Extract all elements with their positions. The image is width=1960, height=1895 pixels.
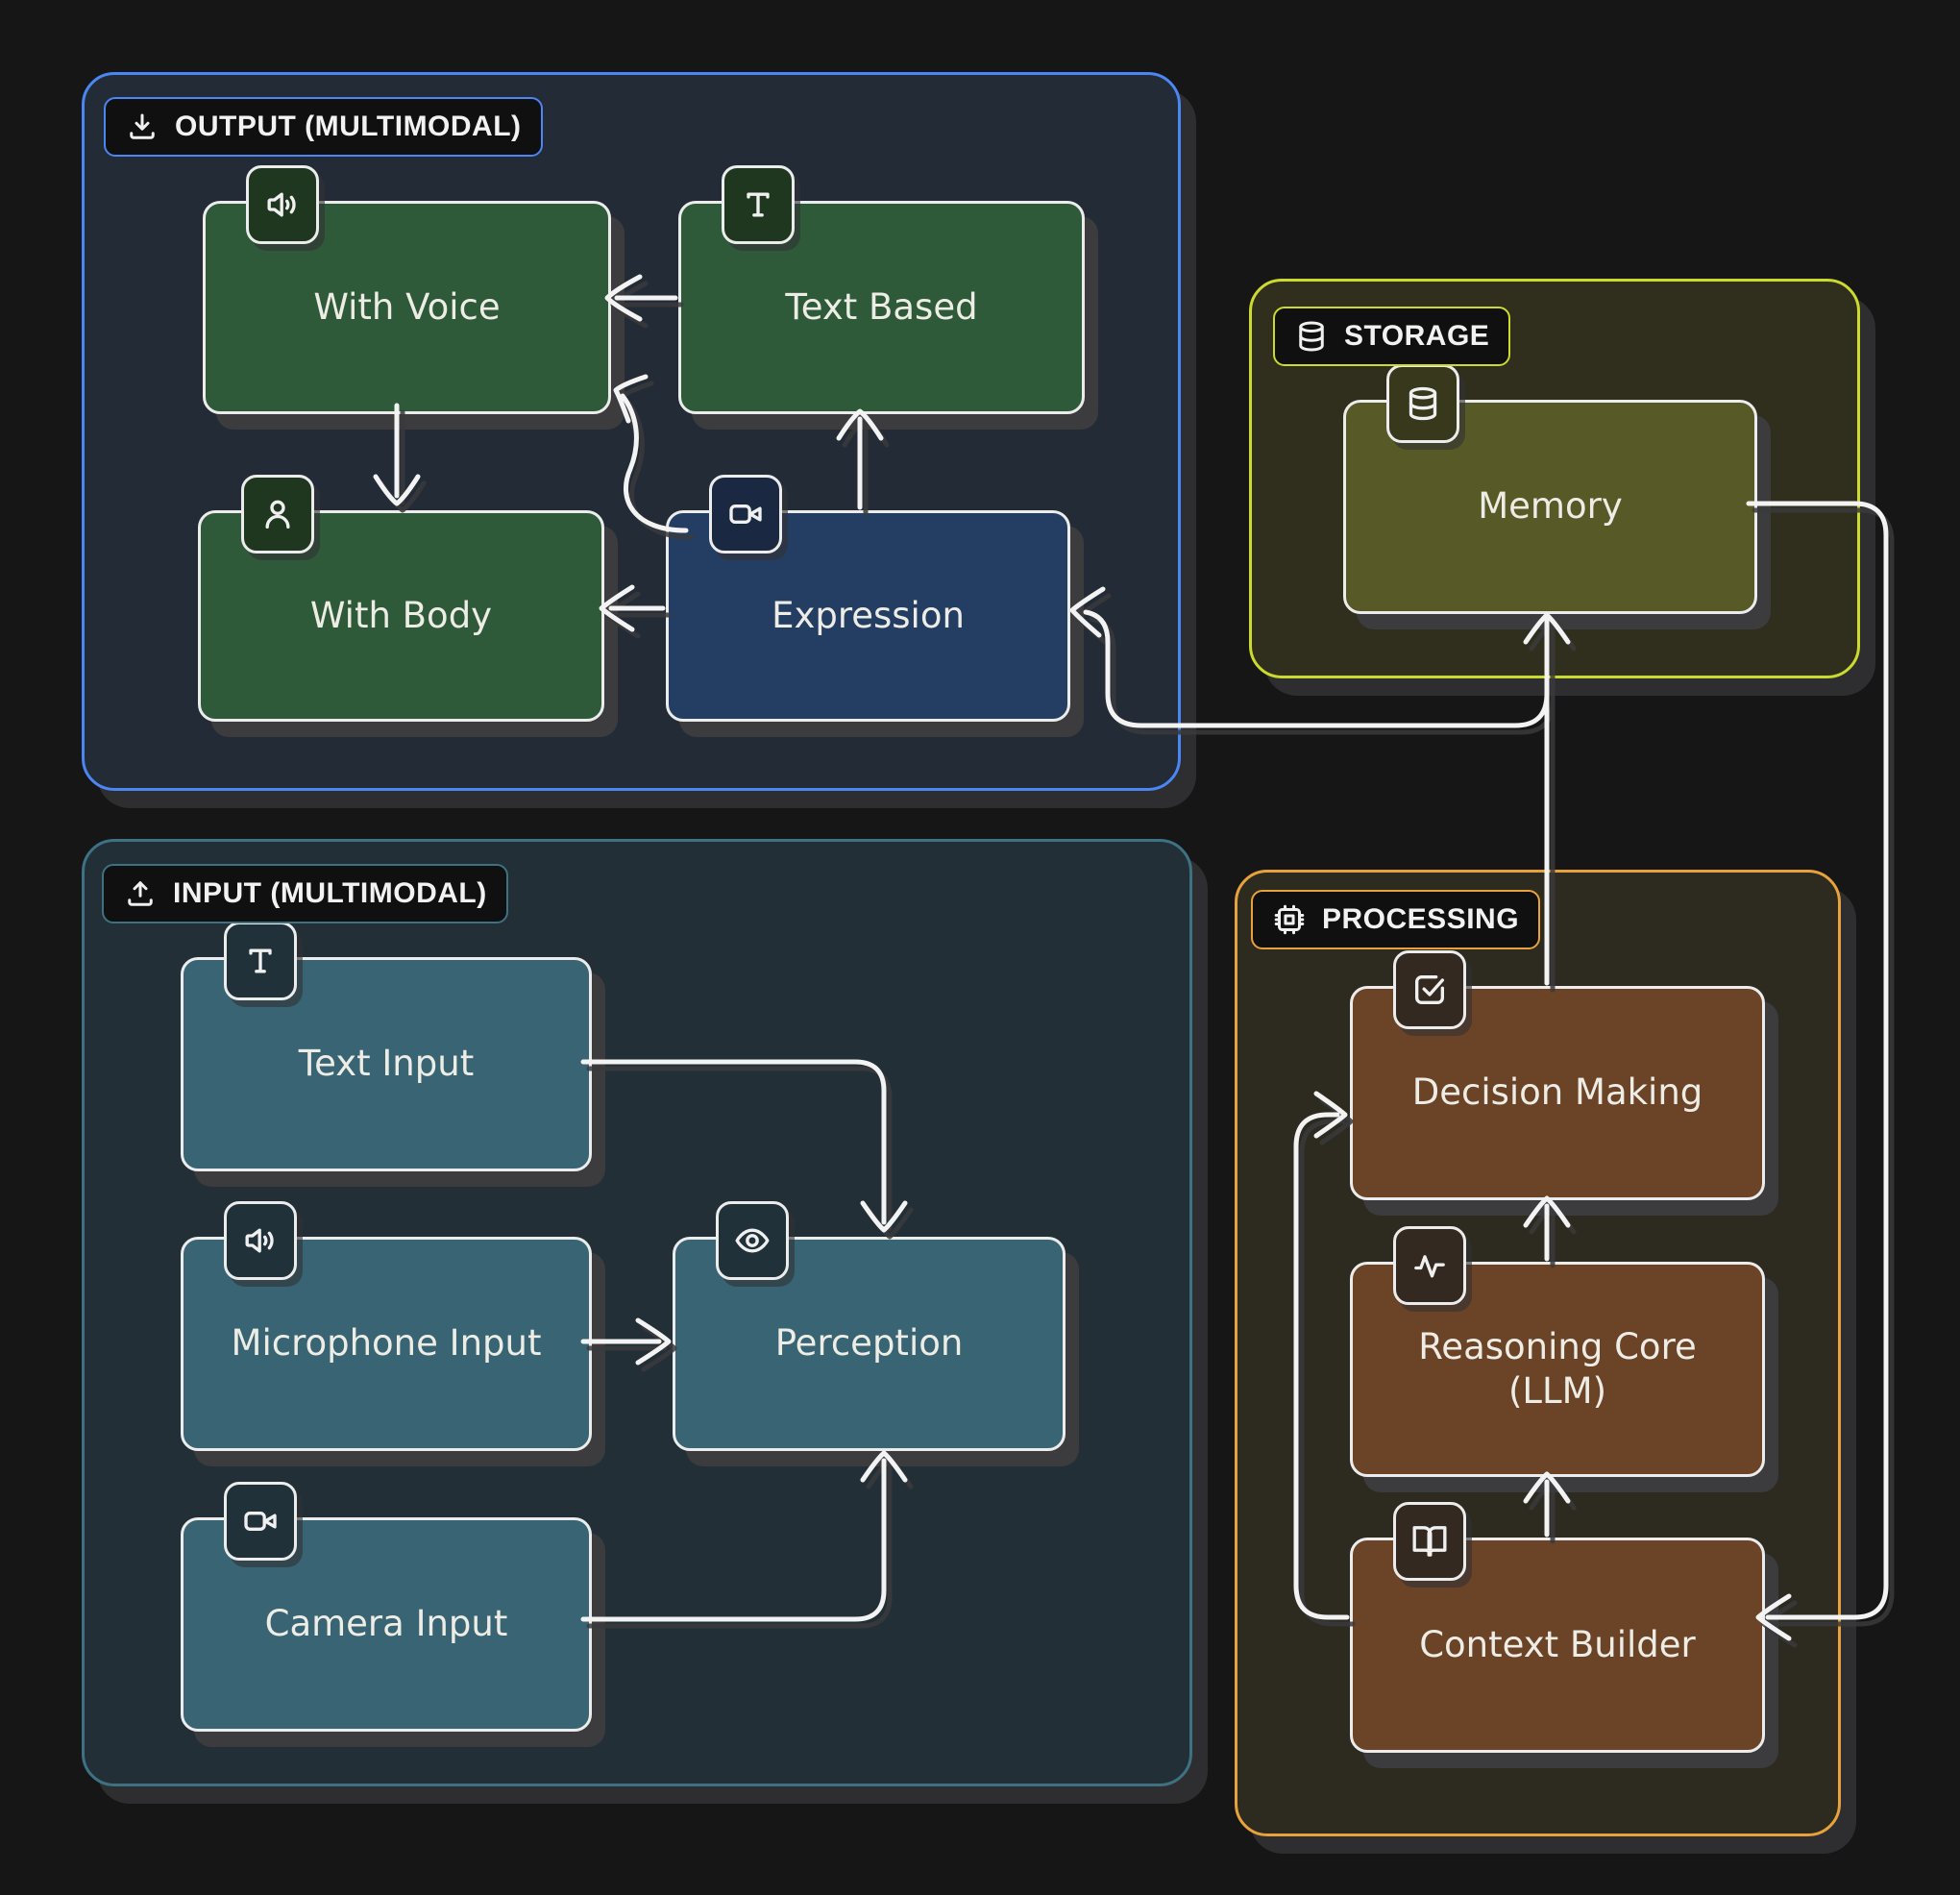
node-memory: Memory — [1343, 364, 1757, 614]
group-label-output: OUTPUT (MULTIMODAL) — [104, 97, 543, 157]
node-label: Perception — [774, 1322, 964, 1365]
group-label-storage: STORAGE — [1273, 307, 1511, 366]
group-label-text: OUTPUT (MULTIMODAL) — [175, 111, 522, 142]
group-label-input: INPUT (MULTIMODAL) — [102, 864, 508, 923]
node-icon-badge — [1386, 364, 1459, 443]
group-storage: STORAGE Memory — [1249, 279, 1860, 678]
text-icon — [249, 948, 272, 973]
node-text-based: Text Based — [678, 165, 1085, 414]
node-label: Text Input — [298, 1043, 475, 1085]
group-input: INPUT (MULTIMODAL) Text Input Microphone… — [82, 839, 1192, 1786]
node-icon-badge — [224, 1482, 297, 1561]
node-icon-badge — [1393, 1502, 1466, 1581]
group-label-text: PROCESSING — [1322, 903, 1520, 935]
node-camera-input: Camera Input — [181, 1482, 592, 1732]
node-label: With Voice — [313, 285, 501, 328]
upload-icon — [128, 881, 153, 906]
video-camera-icon — [729, 505, 762, 524]
pulse-icon — [1414, 1255, 1445, 1278]
node-context-builder: Context Builder — [1350, 1502, 1765, 1753]
node-icon-badge — [1393, 950, 1466, 1029]
speaker-icon — [267, 192, 296, 217]
node-icon-badge — [246, 165, 319, 244]
node-icon-badge — [1393, 1226, 1466, 1305]
node-label: With Body — [309, 594, 493, 636]
node-label: Context Builder — [1419, 1623, 1696, 1665]
book-icon — [1412, 1526, 1447, 1557]
group-processing: PROCESSING Decision Making Reasoning Cor… — [1235, 870, 1841, 1836]
node-label: Decision Making — [1411, 1071, 1703, 1114]
node-decision-making: Decision Making — [1350, 950, 1765, 1200]
database-icon — [1409, 386, 1437, 421]
database-icon — [1299, 321, 1324, 352]
node-label: Memory — [1478, 485, 1623, 528]
node-with-body: With Body — [198, 475, 604, 722]
person-icon — [265, 500, 290, 529]
cpu-icon — [1274, 904, 1305, 935]
node-label: Expression — [772, 594, 965, 636]
node-text-input: Text Input — [181, 922, 592, 1171]
group-label-processing: PROCESSING — [1251, 890, 1541, 949]
node-icon-badge — [224, 1201, 297, 1280]
node-icon-badge — [709, 475, 782, 554]
node-label: Camera Input — [264, 1603, 508, 1645]
node-perception: Perception — [673, 1201, 1066, 1451]
node-reasoning-core: Reasoning Core (LLM) — [1350, 1226, 1765, 1477]
node-microphone-input: Microphone Input — [181, 1201, 592, 1451]
eye-icon — [735, 1228, 770, 1253]
node-label: Reasoning Core (LLM) — [1418, 1325, 1697, 1412]
group-label-text: INPUT (MULTIMODAL) — [173, 877, 487, 909]
node-label: Text Based — [785, 285, 978, 328]
group-label-text: STORAGE — [1344, 320, 1490, 352]
text-icon — [747, 192, 770, 217]
node-icon-badge — [722, 165, 795, 244]
node-with-voice: With Voice — [203, 165, 611, 414]
checkbox-icon — [1415, 975, 1444, 1004]
speaker-icon — [245, 1228, 274, 1253]
video-camera-icon — [244, 1512, 277, 1531]
node-expression: Expression — [666, 475, 1070, 722]
node-label: Microphone Input — [231, 1322, 542, 1365]
node-icon-badge — [241, 475, 314, 554]
node-icon-badge — [716, 1201, 789, 1280]
group-output: OUTPUT (MULTIMODAL) With Voice Text Base… — [82, 72, 1181, 791]
download-icon — [130, 113, 155, 139]
node-icon-badge — [224, 922, 297, 1000]
